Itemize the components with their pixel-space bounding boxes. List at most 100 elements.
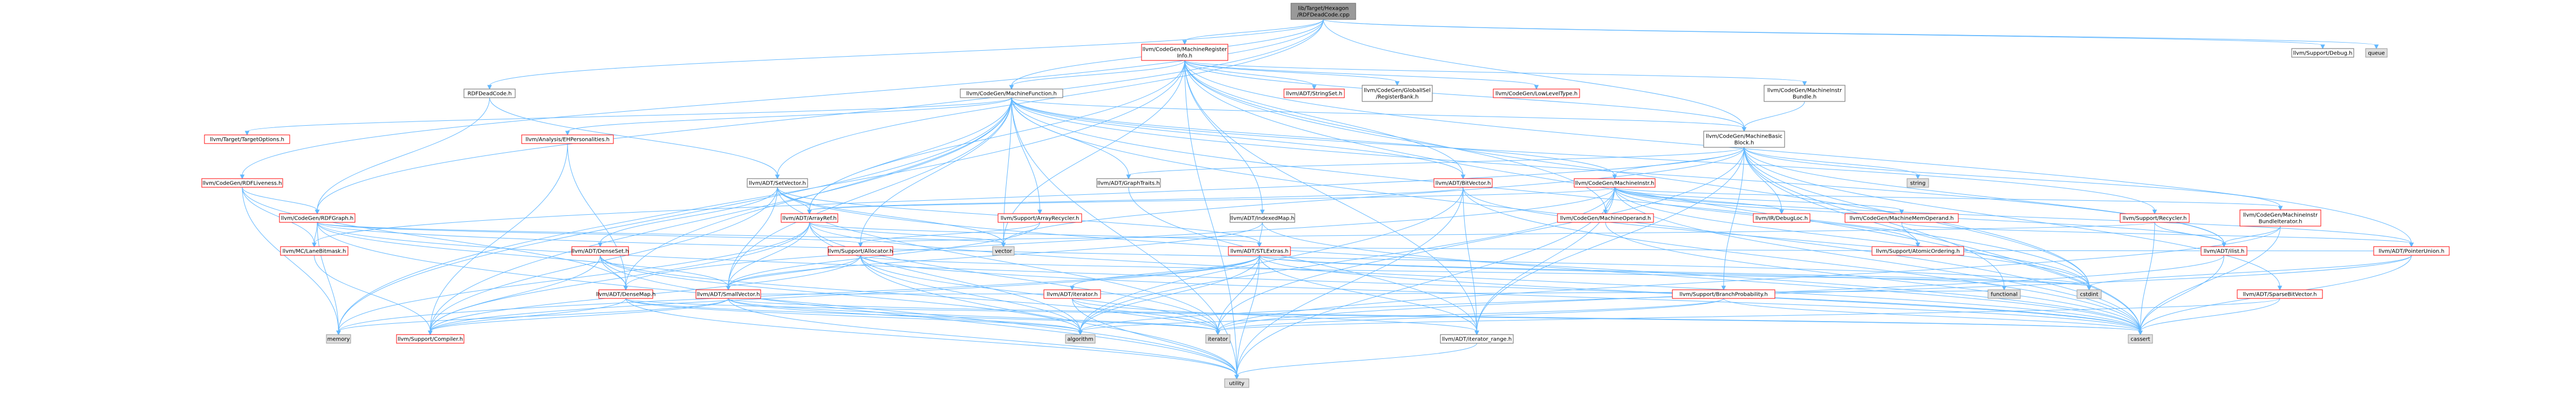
graph-edge (1262, 222, 2143, 336)
graph-node-branchprobability[interactable]: llvm/Support/BranchProbability.h (1672, 289, 1775, 299)
graph-node-machineinstrbundleiterator[interactable]: llvm/CodeGen/MachineInstrBundleIterator.… (2239, 209, 2321, 227)
node-box (992, 246, 1015, 256)
graph-node-ehpersonalities[interactable]: llvm/Analysis/EHPersonalities.h (521, 134, 614, 144)
graph-edge (1744, 147, 2283, 291)
graph-edge (567, 143, 628, 291)
graph-node-root[interactable]: lib/Target/Hexagon/RDFDeadCode.cpp (1290, 3, 1356, 20)
graph-node-graphtraits[interactable]: llvm/ADT/GraphTraits.h (1096, 178, 1161, 188)
node-label: queue (2368, 51, 2384, 57)
graph-edge (2087, 255, 2412, 291)
node-box (2237, 289, 2323, 299)
graph-node-atomicordering[interactable]: llvm/Support/AtomicOrdering.h (1871, 246, 1964, 256)
node-box (279, 213, 356, 223)
graph-node-allocator[interactable]: llvm/Support/Allocator.h (828, 246, 893, 256)
graph-node-machinememoperand[interactable]: llvm/CodeGen/MachineMemOperand.h (1844, 213, 1959, 223)
node-box (463, 89, 516, 98)
graph-node-setvector[interactable]: llvm/ADT/SetVector.h (747, 178, 808, 188)
graph-node-machinefunction[interactable]: llvm/CodeGen/MachineFunction.h (960, 89, 1063, 98)
graph-node-debug[interactable]: llvm/Support/Debug.h (2291, 48, 2354, 58)
graph-node-lanebitmask[interactable]: llvm/MC/LaneBitmask.h (280, 246, 349, 256)
node-box (204, 134, 290, 144)
graph-edge (726, 255, 861, 291)
node-box (326, 334, 351, 344)
graph-edge (1184, 60, 1400, 86)
graph-edge (1323, 19, 2325, 50)
graph-edge (1011, 97, 2157, 215)
node-label: llvm/ADT/iterator.h (1047, 292, 1097, 298)
graph-edge (1741, 101, 1805, 132)
graph-node-rdfgraph[interactable]: llvm/CodeGen/RDFGraph.h (279, 213, 356, 223)
graph-node-stringset[interactable]: llvm/ADT/StringSet.h (1283, 89, 1345, 98)
graph-edge (1001, 97, 1012, 248)
node-label: llvm/Support/Allocator.h (828, 249, 893, 255)
graph-node-iterator[interactable]: llvm/ADT/iterator.h (1043, 289, 1101, 299)
graph-node-targetoptions[interactable]: llvm/Target/TargetOptions.h (204, 134, 290, 144)
node-label: memory (327, 337, 350, 343)
graph-node-machineinstr[interactable]: llvm/CodeGen/MachineInstr.h (1574, 178, 1656, 188)
graph-edge (487, 19, 1324, 90)
node-label: llvm/ADT/StringSet.h (1286, 91, 1342, 97)
graph-node-rdfliveness[interactable]: llvm/CodeGen/RDFLiveness.h (201, 178, 283, 188)
graph-edge (625, 298, 1239, 380)
graph-node-smallvector[interactable]: llvm/ADT/SmallVector.h (695, 289, 761, 299)
node-box (997, 213, 1082, 223)
graph-node-arrayref[interactable]: llvm/ADT/ArrayRef.h (781, 213, 838, 223)
node-label: llvm/CodeGen/MachineMemOperand.h (1850, 216, 1954, 222)
graph-node-registerbank[interactable]: llvm/CodeGen/GlobalISel/RegisterBank.h (1362, 85, 1433, 102)
node-label: llvm/ADT/DenseMap.h (596, 292, 656, 298)
graph-edge (314, 255, 433, 336)
graph-edge (726, 222, 810, 291)
graph-edge (1215, 226, 2281, 336)
graph-edge (242, 187, 320, 215)
graph-node-bitvector[interactable]: llvm/ADT/BitVector.h (1433, 178, 1493, 188)
graph-node-densemap[interactable]: llvm/ADT/DenseMap.h (596, 289, 656, 299)
node-label: llvm/ADT/ArrayRef.h (782, 216, 837, 222)
node-label: llvm/Support/BranchProbability.h (1679, 292, 1768, 298)
graph-node-lowleveltype[interactable]: llvm/CodeGen/LowLevelType.h (1493, 89, 1580, 98)
graph-node-debugloc[interactable]: llvm/IR/DebugLoc.h (1753, 213, 1810, 223)
graph-edge (1614, 187, 1904, 215)
node-label: llvm/CodeGen/MachineInstr (2243, 213, 2318, 219)
graph-node-compiler[interactable]: llvm/Support/Compiler.h (396, 334, 464, 344)
graph-edge (625, 298, 1083, 336)
node-box (396, 334, 464, 344)
graph-node-stlextras[interactable]: llvm/ADT/STLExtras.h (1228, 246, 1291, 256)
graph-node-ilist[interactable]: llvm/ADT/ilist.h (2201, 246, 2247, 256)
graph-edge (1323, 19, 2379, 50)
graph-edge (1723, 298, 2143, 336)
graph-edge (1011, 97, 1131, 180)
node-label: llvm/Support/ArrayRecycler.h (1001, 216, 1079, 222)
graph-node-rdfdeadcode[interactable]: RDFDeadCode.h (463, 89, 516, 98)
node-box (1844, 213, 1959, 223)
graph-edge (242, 187, 341, 336)
graph-node-sparsebitvector[interactable]: llvm/ADT/SparseBitVector.h (2237, 289, 2323, 299)
graph-edge (240, 19, 1324, 180)
graph-node-iterator-range[interactable]: llvm/ADT/iterator_range.h (1440, 334, 1514, 344)
graph-edge (242, 187, 628, 291)
graph-edge (1463, 187, 1479, 336)
graph-node-indexedmap[interactable]: llvm/ADT/IndexedMap.h (1229, 213, 1295, 223)
graph-node-arrayrecycler[interactable]: llvm/Support/ArrayRecycler.h (997, 213, 1082, 223)
graph-node-recycler[interactable]: llvm/Support/Recycler.h (2120, 213, 2190, 223)
node-label: llvm/ADT/GraphTraits.h (1097, 181, 1160, 187)
graph-node-machineoperand[interactable]: llvm/CodeGen/MachineOperand.h (1557, 213, 1654, 223)
graph-edge (1605, 222, 2143, 336)
node-box (1043, 289, 1101, 299)
node-label: llvm/Support/Recycler.h (2123, 216, 2187, 222)
node-box (571, 246, 629, 256)
node-label: llvm/CodeGen/MachineInstr (1767, 88, 1842, 94)
graph-node-denseset[interactable]: llvm/ADT/DenseSet.h (571, 246, 629, 256)
graph-node-pointerunion[interactable]: llvm/ADT/PointerUnion.h (2373, 246, 2450, 256)
node-box (1672, 289, 1775, 299)
graph-edge (1184, 60, 1317, 90)
graph-edge (1901, 222, 2414, 248)
node-box (1440, 334, 1514, 344)
graph-nodes: lib/Target/Hexagon/RDFDeadCode.cppRDFDea… (201, 3, 2450, 388)
graph-edge (1234, 187, 1464, 380)
graph-edge (1744, 147, 2283, 211)
node-label: llvm/ADT/BitVector.h (1436, 181, 1491, 187)
